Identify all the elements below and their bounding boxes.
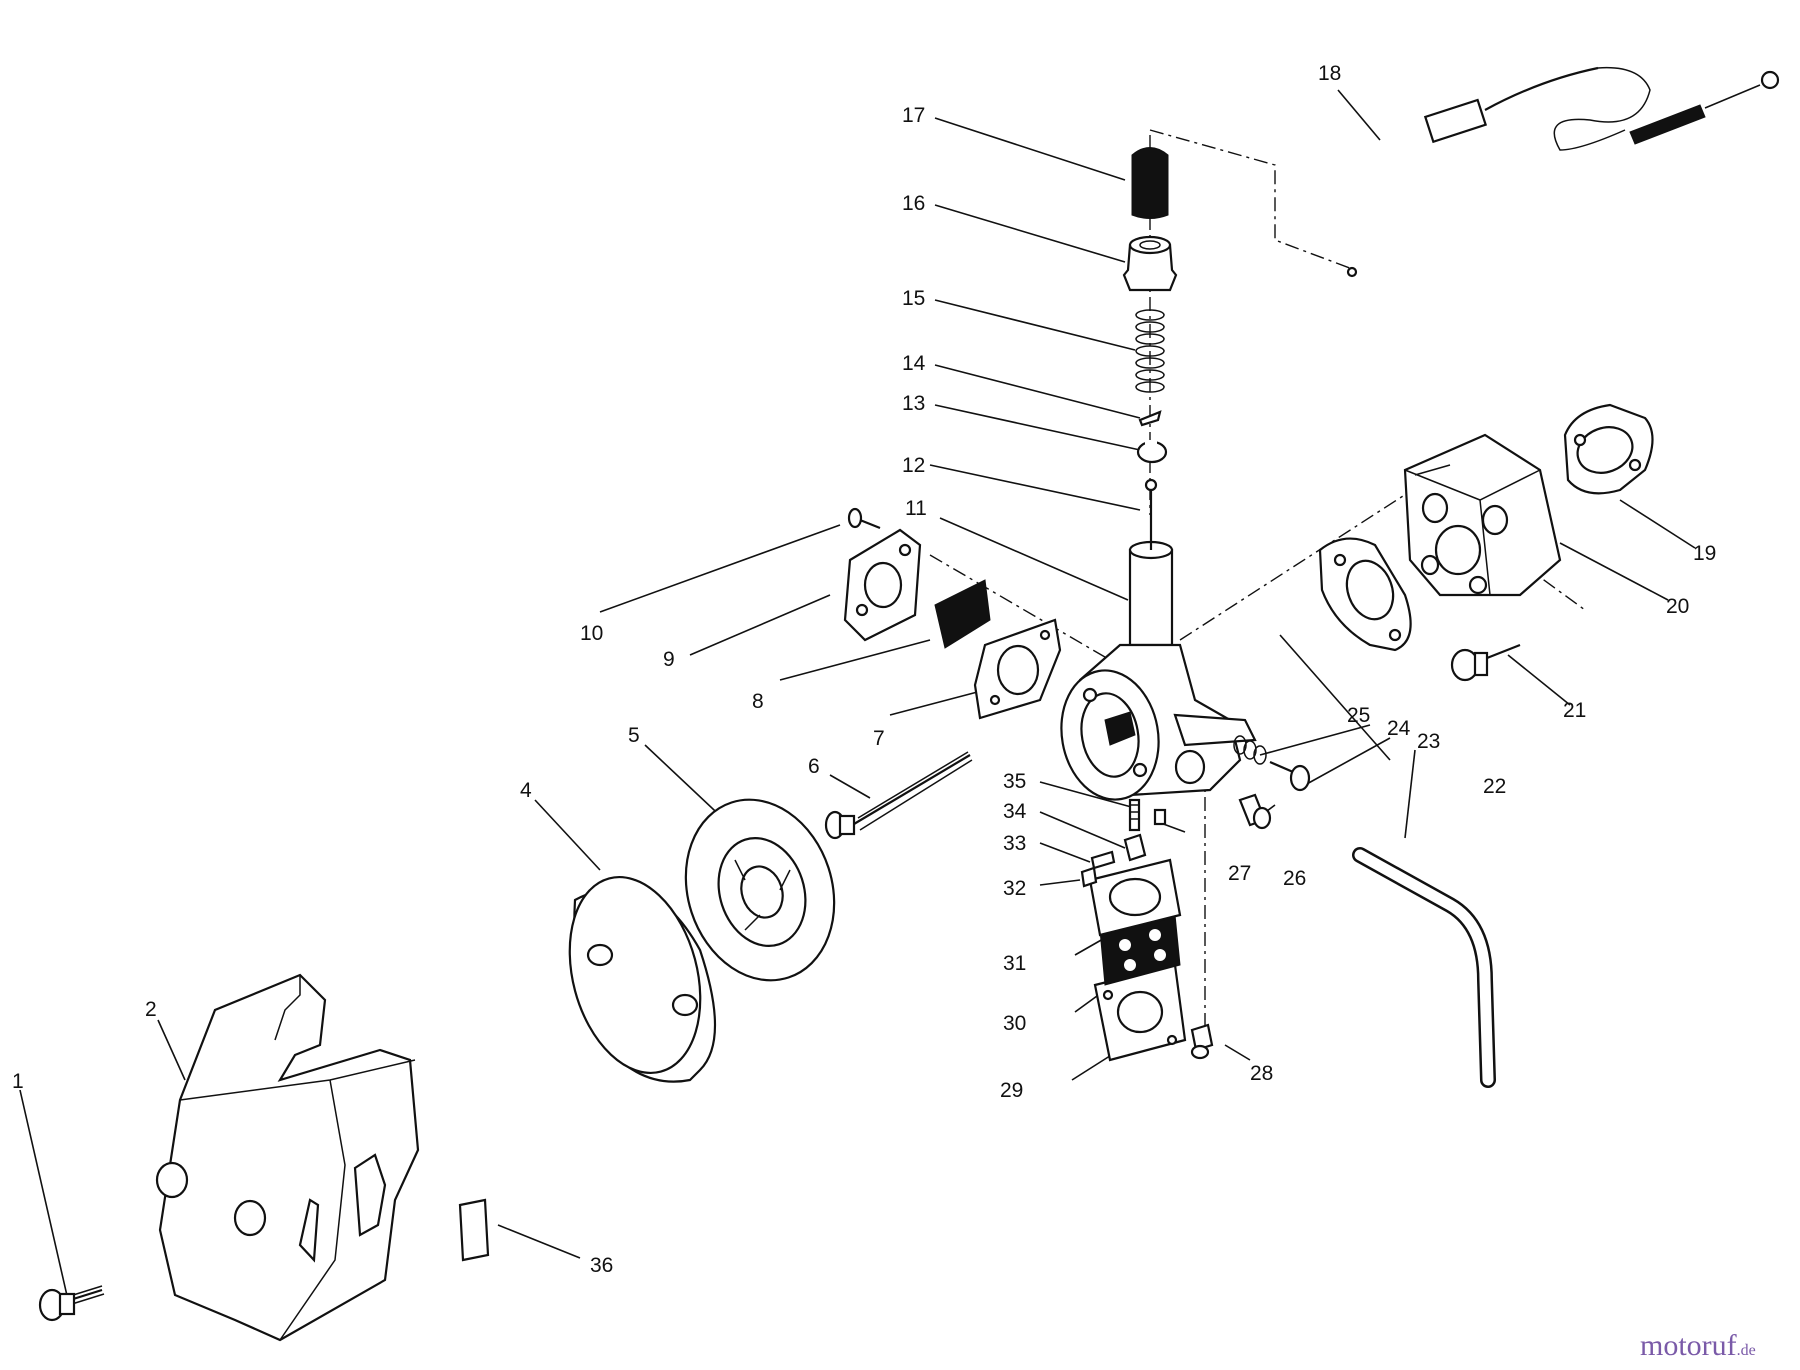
- callout-35: 35: [1003, 770, 1026, 793]
- callout-24: 24: [1387, 717, 1411, 740]
- callout-7: 7: [873, 727, 885, 750]
- callout-19: 19: [1693, 542, 1716, 565]
- callout-18: 18: [1318, 62, 1341, 85]
- callout-12: 12: [902, 454, 925, 477]
- gasket-19: [1563, 403, 1654, 495]
- callout-21: 21: [1563, 699, 1586, 722]
- filter-element: [568, 875, 717, 1083]
- callout-17: 17: [902, 104, 925, 127]
- insulator-block: [1403, 433, 1562, 597]
- callout-28: 28: [1250, 1062, 1273, 1085]
- filter-plate: [684, 798, 836, 982]
- screw-28: [1190, 1023, 1214, 1060]
- gasket-22: [1318, 537, 1412, 652]
- long-screw: [824, 751, 973, 840]
- callout-labels: 1 2 4 5 6 7 8 9 10 11 12 13 14 15 16 17 …: [12, 62, 1716, 1277]
- callout-16: 16: [902, 192, 925, 215]
- callout-4: 4: [520, 779, 532, 802]
- callout-26: 26: [1283, 867, 1306, 890]
- callout-13: 13: [902, 392, 925, 415]
- callout-1: 1: [12, 1070, 24, 1093]
- needle: [1144, 478, 1158, 550]
- gasket: [973, 618, 1062, 720]
- clip: [1136, 440, 1168, 464]
- callout-29: 29: [1000, 1079, 1023, 1102]
- pin: [1138, 410, 1162, 427]
- callout-20: 20: [1666, 595, 1689, 618]
- diaphragm: [934, 579, 991, 649]
- callout-36: 36: [590, 1254, 613, 1277]
- callout-10: 10: [580, 622, 603, 645]
- watermark-main: motoruf: [1640, 1329, 1737, 1362]
- pump-diaphragm: [1088, 858, 1182, 937]
- pump-gasket: [1099, 914, 1181, 986]
- callout-32: 32: [1003, 877, 1026, 900]
- rubber-boot: [1131, 147, 1169, 219]
- callout-25: 25: [1347, 704, 1370, 727]
- callout-33: 33: [1003, 832, 1026, 855]
- callout-23: 23: [1417, 730, 1440, 753]
- cap-nut: [1122, 235, 1178, 292]
- carburetor-body: [1060, 540, 1257, 801]
- watermark-suffix: .de: [1737, 1342, 1756, 1359]
- callout-31: 31: [1003, 952, 1026, 975]
- callout-34: 34: [1003, 800, 1027, 823]
- screw: [38, 1285, 105, 1322]
- small-screw-10: [847, 507, 881, 530]
- callout-15: 15: [902, 287, 925, 310]
- decal-label: [458, 1198, 490, 1262]
- nozzle: [1153, 808, 1167, 826]
- spring: [1135, 309, 1165, 393]
- callout-22: 22: [1483, 775, 1506, 798]
- callout-30: 30: [1003, 1012, 1026, 1035]
- callout-9: 9: [663, 648, 675, 671]
- callout-6: 6: [808, 755, 820, 778]
- screw-21: [1450, 643, 1521, 682]
- svg-text:motoruf.de: motoruf.de: [1640, 1329, 1756, 1362]
- leader-lines: [19, 89, 1696, 1301]
- cover-plate: [843, 528, 922, 642]
- idle-screw: [1233, 735, 1311, 792]
- callout-27: 27: [1228, 862, 1251, 885]
- callout-14: 14: [902, 352, 926, 375]
- watermark-logo: motoruf.de: [1640, 1329, 1756, 1362]
- throttle-cable: [1346, 66, 1780, 278]
- air-filter-cover: [155, 973, 420, 1342]
- small-parts: [1080, 798, 1147, 888]
- fuel-line: [1352, 847, 1496, 1088]
- callout-5: 5: [628, 724, 640, 747]
- screw-26: [1238, 793, 1272, 830]
- callout-8: 8: [752, 690, 764, 713]
- callout-11: 11: [905, 497, 927, 520]
- pump-cover: [1093, 963, 1187, 1062]
- callout-2: 2: [145, 998, 157, 1021]
